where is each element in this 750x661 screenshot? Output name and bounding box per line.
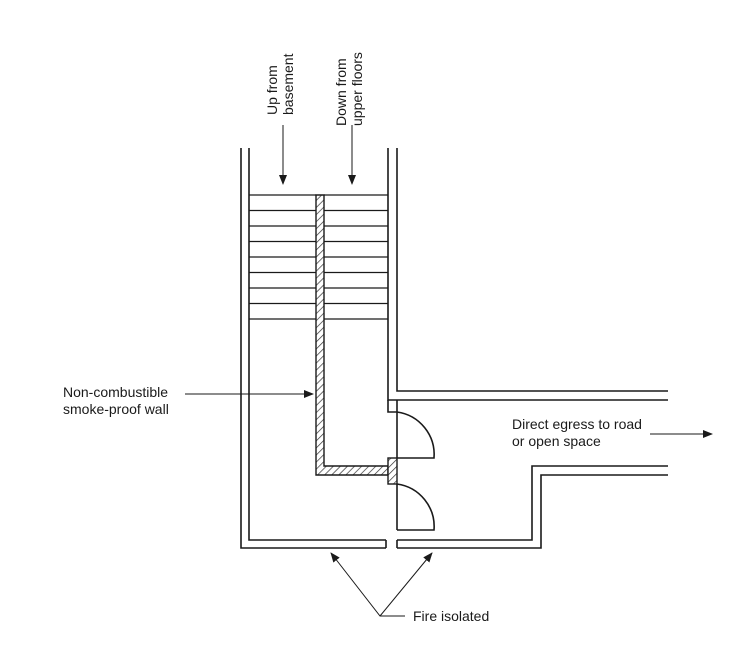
smoke-proof-wall-label: Non-combustible smoke-proof wall — [63, 384, 169, 417]
egress-label: Direct egress to road or open space — [512, 416, 642, 449]
fire-isolated-leader-right — [379, 552, 433, 617]
fire-isolated-leader — [330, 552, 405, 617]
stair-treads — [249, 194, 388, 320]
left-wall-outer — [240, 148, 386, 549]
door-jamb-lower — [385, 540, 398, 548]
right-wall-inner — [387, 148, 668, 401]
up-from-basement-label: Up from basement — [264, 53, 296, 115]
bottom-wall-right-outer — [397, 474, 668, 549]
door-jamb-upper — [387, 400, 398, 413]
bottom-wall-right-inner — [397, 465, 668, 541]
smoke-proof-wall — [315, 194, 398, 485]
door-swing-upper — [396, 411, 435, 459]
down-from-upper-label: Down from upper floors — [333, 52, 365, 126]
right-wall-outer — [396, 148, 668, 392]
door-swing-lower — [396, 483, 435, 531]
left-wall-inner — [248, 148, 386, 541]
fire-isolated-label: Fire isolated — [413, 608, 490, 624]
